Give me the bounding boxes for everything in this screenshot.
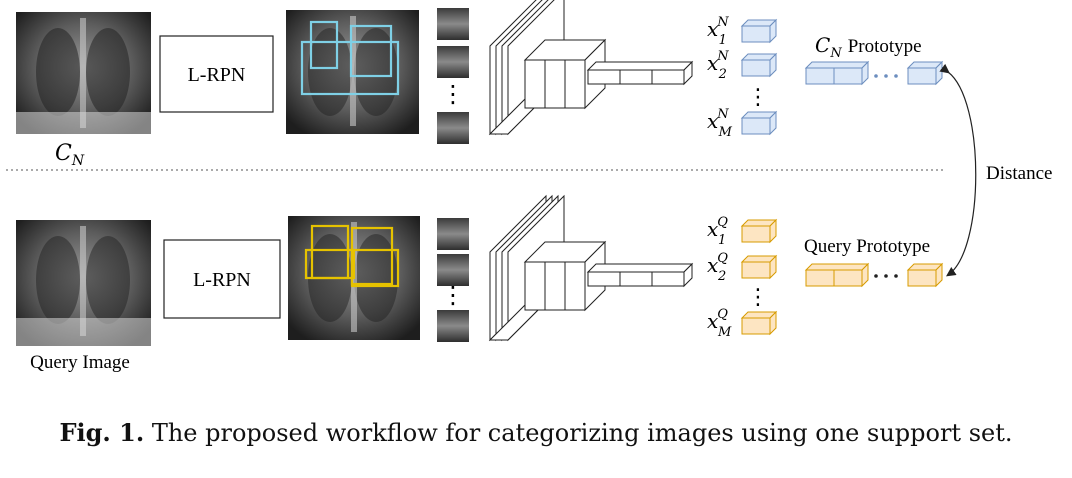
distance-arrow [939, 63, 977, 277]
bottom-proposal-boxes [304, 224, 400, 288]
svg-text:⋮: ⋮ [747, 85, 769, 110]
top-lrpn-box [159, 35, 274, 113]
svg-text:⋮: ⋮ [441, 80, 465, 108]
svg-text:xNM: xNM [707, 107, 733, 140]
figure-caption: Fig. 1. The proposed workflow for catego… [0, 418, 1072, 447]
bottom-lrpn-box [163, 239, 281, 319]
bottom-lrpn-label: L-RPN [193, 269, 251, 291]
svg-text:xN2: xN2 [707, 49, 729, 82]
top-row: CN L-RPN ⋮ [16, 0, 944, 169]
caption-text: The proposed workflow for categorizing i… [144, 419, 1013, 447]
query-prototype-label: Query Prototype [804, 236, 930, 257]
distance-label: Distance [986, 163, 1052, 184]
query-image-label: Query Image [30, 352, 130, 373]
svg-text:xQM: xQM [707, 307, 732, 340]
svg-text:⋮: ⋮ [441, 281, 465, 309]
bottom-region-crops: ⋮ [437, 218, 469, 342]
support-prototype-vector [804, 60, 944, 86]
top-region-crops: ⋮ [437, 8, 469, 144]
caption-prefix: Fig. 1. [59, 418, 145, 447]
query-xray-image [16, 220, 151, 346]
support-xray-image [16, 12, 151, 134]
top-proposal-boxes [300, 20, 400, 96]
query-prototype-dots [874, 274, 898, 278]
svg-text:xQ2: xQ2 [707, 251, 728, 284]
query-prototype-vector [804, 262, 944, 288]
bottom-cnn-backbone [488, 194, 694, 342]
top-cnn-backbone [488, 0, 694, 136]
svg-text:xQ1: xQ1 [707, 215, 728, 248]
bottom-row: Query Image L-RPN ⋮ [16, 194, 944, 373]
svg-text:⋮: ⋮ [747, 285, 769, 310]
top-lrpn-label: L-RPN [188, 64, 246, 86]
support-image-label: CN [55, 141, 85, 169]
support-prototype-dots [874, 74, 898, 78]
svg-text:xN1: xN1 [707, 15, 729, 48]
